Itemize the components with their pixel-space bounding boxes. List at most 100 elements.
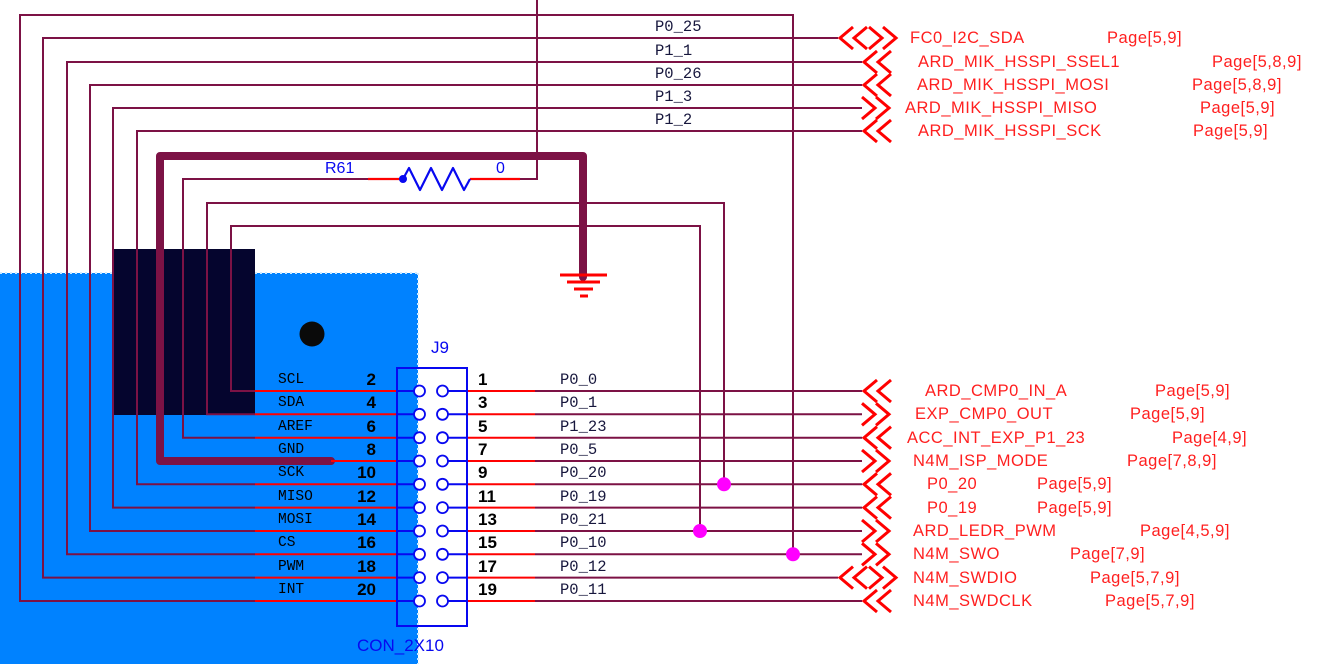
wire-riser-2[interactable] <box>66 61 862 556</box>
pin-circle-20[interactable] <box>413 594 426 608</box>
top-net-label-P0_26[interactable]: P0_26 <box>655 65 702 83</box>
offpage-flag-N4M_SWO[interactable] <box>861 542 892 567</box>
pin-circle-16[interactable] <box>413 547 426 561</box>
resistor-junction-dot <box>399 175 407 183</box>
pin-function-label-SDA[interactable]: SDA <box>278 395 305 412</box>
signal-name-N4M_SWDIO[interactable]: N4M_SWDIO <box>913 568 1018 587</box>
signal-name-N4M_SWDCLK[interactable]: N4M_SWDCLK <box>913 592 1033 610</box>
net-label-P0_20[interactable]: P0_20 <box>560 464 607 483</box>
offpage-flag-N4M_SWDCLK[interactable] <box>861 588 892 614</box>
pin-circle-18[interactable] <box>413 571 426 584</box>
signal-pages: Page[5,8,9] <box>1212 53 1302 71</box>
net-label-P0_1[interactable]: P0_1 <box>560 394 598 413</box>
offpage-flag-N4M_ISP_MODE[interactable] <box>861 448 892 474</box>
pin-circle-1[interactable] <box>436 384 449 398</box>
top-net-label-P1_3[interactable]: P1_3 <box>655 88 693 106</box>
pin-function-label-GND[interactable]: GND <box>278 442 305 458</box>
net-label-P0_10[interactable]: P0_10 <box>560 534 607 553</box>
offpage-flag-ACC_INT_EXP_P1_23[interactable] <box>861 425 892 450</box>
top-net-label-P1_1[interactable]: P1_1 <box>655 42 693 60</box>
pin-function-label-SCL[interactable]: SCL <box>278 372 305 388</box>
net-label-P1_23[interactable]: P1_23 <box>560 417 607 436</box>
signal-pages: Page[4,9] <box>1172 428 1248 447</box>
top-net-label-P1_2[interactable]: P1_2 <box>655 111 693 129</box>
signal-name-ARD_MIK_HSSPI_MISO[interactable]: ARD_MIK_HSSPI_MISO <box>905 99 1098 117</box>
pin-circle-8[interactable] <box>413 454 426 468</box>
offpage-flag-N4M_SWDIO[interactable] <box>837 565 899 590</box>
wire-gnd-thick[interactable] <box>156 152 587 465</box>
net-label-P0_5[interactable]: P0_5 <box>560 441 598 459</box>
offpage-flag-ARD_MIK_HSSPI_SSEL1[interactable] <box>861 49 892 75</box>
pin-function-label-MOSI[interactable]: MOSI <box>278 512 313 528</box>
signal-name-N4M_SWO[interactable]: N4M_SWO <box>913 545 1000 564</box>
net-label-P0_19[interactable]: P0_19 <box>560 487 607 506</box>
pin-circle-7[interactable] <box>436 454 449 468</box>
net-label-P0_12[interactable]: P0_12 <box>560 557 607 576</box>
resistor-designator[interactable]: R61 <box>325 160 355 177</box>
pin-circle-9[interactable] <box>436 477 449 491</box>
pin-circle-2[interactable] <box>413 384 426 398</box>
signal-name-ARD_LEDR_PWM[interactable]: ARD_LEDR_PWM <box>913 522 1057 540</box>
net-label-P0_0[interactable]: P0_0 <box>560 371 598 389</box>
wire-riser-1[interactable] <box>42 37 838 579</box>
pin-function-label-CS[interactable]: CS <box>278 535 296 552</box>
pin-circle-4[interactable] <box>413 407 426 421</box>
signal-name-EXP_CMP0_OUT[interactable]: EXP_CMP0_OUT <box>915 405 1054 424</box>
pin-circle-10[interactable] <box>413 477 426 491</box>
signal-name-FC0_I2C_SDA[interactable]: FC0_I2C_SDA <box>910 29 1025 47</box>
pin-function-label-PWM[interactable]: PWM <box>278 558 305 575</box>
wire-riser-0[interactable] <box>19 14 794 602</box>
wire-riser-5[interactable] <box>136 130 862 486</box>
offpage-flag-EXP_CMP0_OUT[interactable] <box>861 402 892 427</box>
connector-part-label[interactable]: CON_2X10 <box>357 636 444 655</box>
wire-riser-8[interactable] <box>206 202 725 485</box>
resistor-r61-body[interactable] <box>402 166 471 192</box>
signal-name-N4M_ISP_MODE[interactable]: N4M_ISP_MODE <box>913 452 1049 470</box>
connector-body-j9[interactable] <box>396 367 468 627</box>
wire-riser-3[interactable] <box>89 84 862 532</box>
wire-riser-4[interactable] <box>112 107 862 509</box>
offpage-flag-ARD_MIK_HSSPI_MOSI[interactable] <box>861 72 892 98</box>
pin-function-label-AREF[interactable]: AREF <box>278 418 313 435</box>
pin-circle-12[interactable] <box>413 501 426 515</box>
signal-name-ARD_MIK_HSSPI_SSEL1[interactable]: ARD_MIK_HSSPI_SSEL1 <box>918 53 1121 71</box>
net-label-P0_11[interactable]: P0_11 <box>560 581 607 599</box>
pin-number-right: 5 <box>478 416 488 436</box>
wire-riser-7[interactable] <box>182 178 368 439</box>
connector-designator[interactable]: J9 <box>431 338 449 357</box>
wire-r61-offsheet[interactable] <box>520 0 538 180</box>
pin-circle-15[interactable] <box>436 547 449 561</box>
pin-function-label-MISO[interactable]: MISO <box>278 488 313 505</box>
top-net-label-P0_25[interactable]: P0_25 <box>655 18 702 36</box>
signal-name-ARD_MIK_HSSPI_SCK[interactable]: ARD_MIK_HSSPI_SCK <box>918 122 1102 140</box>
signal-name-ACC_INT_EXP_P1_23[interactable]: ACC_INT_EXP_P1_23 <box>907 428 1086 447</box>
pin-number-right: 11 <box>478 486 496 506</box>
signal-pages: Page[5,9] <box>1200 99 1276 117</box>
offpage-flag-ARD_CMP0_IN_A[interactable] <box>861 378 892 404</box>
signal-name-P0_20[interactable]: P0_20 <box>927 475 978 494</box>
pin-function-label-SCK[interactable]: SCK <box>278 465 305 482</box>
signal-pages: Page[5,9] <box>1155 382 1231 400</box>
offpage-flag-ARD_LEDR_PWM[interactable] <box>861 518 892 544</box>
offpage-flag-P0_20[interactable] <box>861 472 892 497</box>
pin-function-label-INT[interactable]: INT <box>278 582 305 598</box>
resistor-value[interactable]: 0 <box>496 160 505 177</box>
pin-circle-3[interactable] <box>436 407 449 421</box>
pin-circle-5[interactable] <box>436 431 449 445</box>
wire-riser-9[interactable] <box>230 225 701 531</box>
pin-circle-13[interactable] <box>436 524 449 538</box>
pin-circle-14[interactable] <box>413 524 426 538</box>
signal-name-ARD_MIK_HSSPI_MOSI[interactable]: ARD_MIK_HSSPI_MOSI <box>917 76 1110 94</box>
pin-circle-19[interactable] <box>436 594 449 608</box>
signal-name-P0_19[interactable]: P0_19 <box>927 498 978 517</box>
signal-name-ARD_CMP0_IN_A[interactable]: ARD_CMP0_IN_A <box>925 382 1068 400</box>
offpage-flag-FC0_I2C_SDA[interactable] <box>837 25 899 51</box>
offpage-flag-ARD_MIK_HSSPI_MISO[interactable] <box>861 95 892 121</box>
pin-circle-6[interactable] <box>413 431 426 445</box>
pin-circle-17[interactable] <box>436 571 449 584</box>
offpage-flag-P0_19[interactable] <box>861 495 892 520</box>
signal-pages: Page[5,9] <box>1037 498 1113 517</box>
pin-circle-11[interactable] <box>436 501 449 515</box>
net-label-P0_21[interactable]: P0_21 <box>560 511 607 529</box>
offpage-flag-ARD_MIK_HSSPI_SCK[interactable] <box>861 118 892 144</box>
